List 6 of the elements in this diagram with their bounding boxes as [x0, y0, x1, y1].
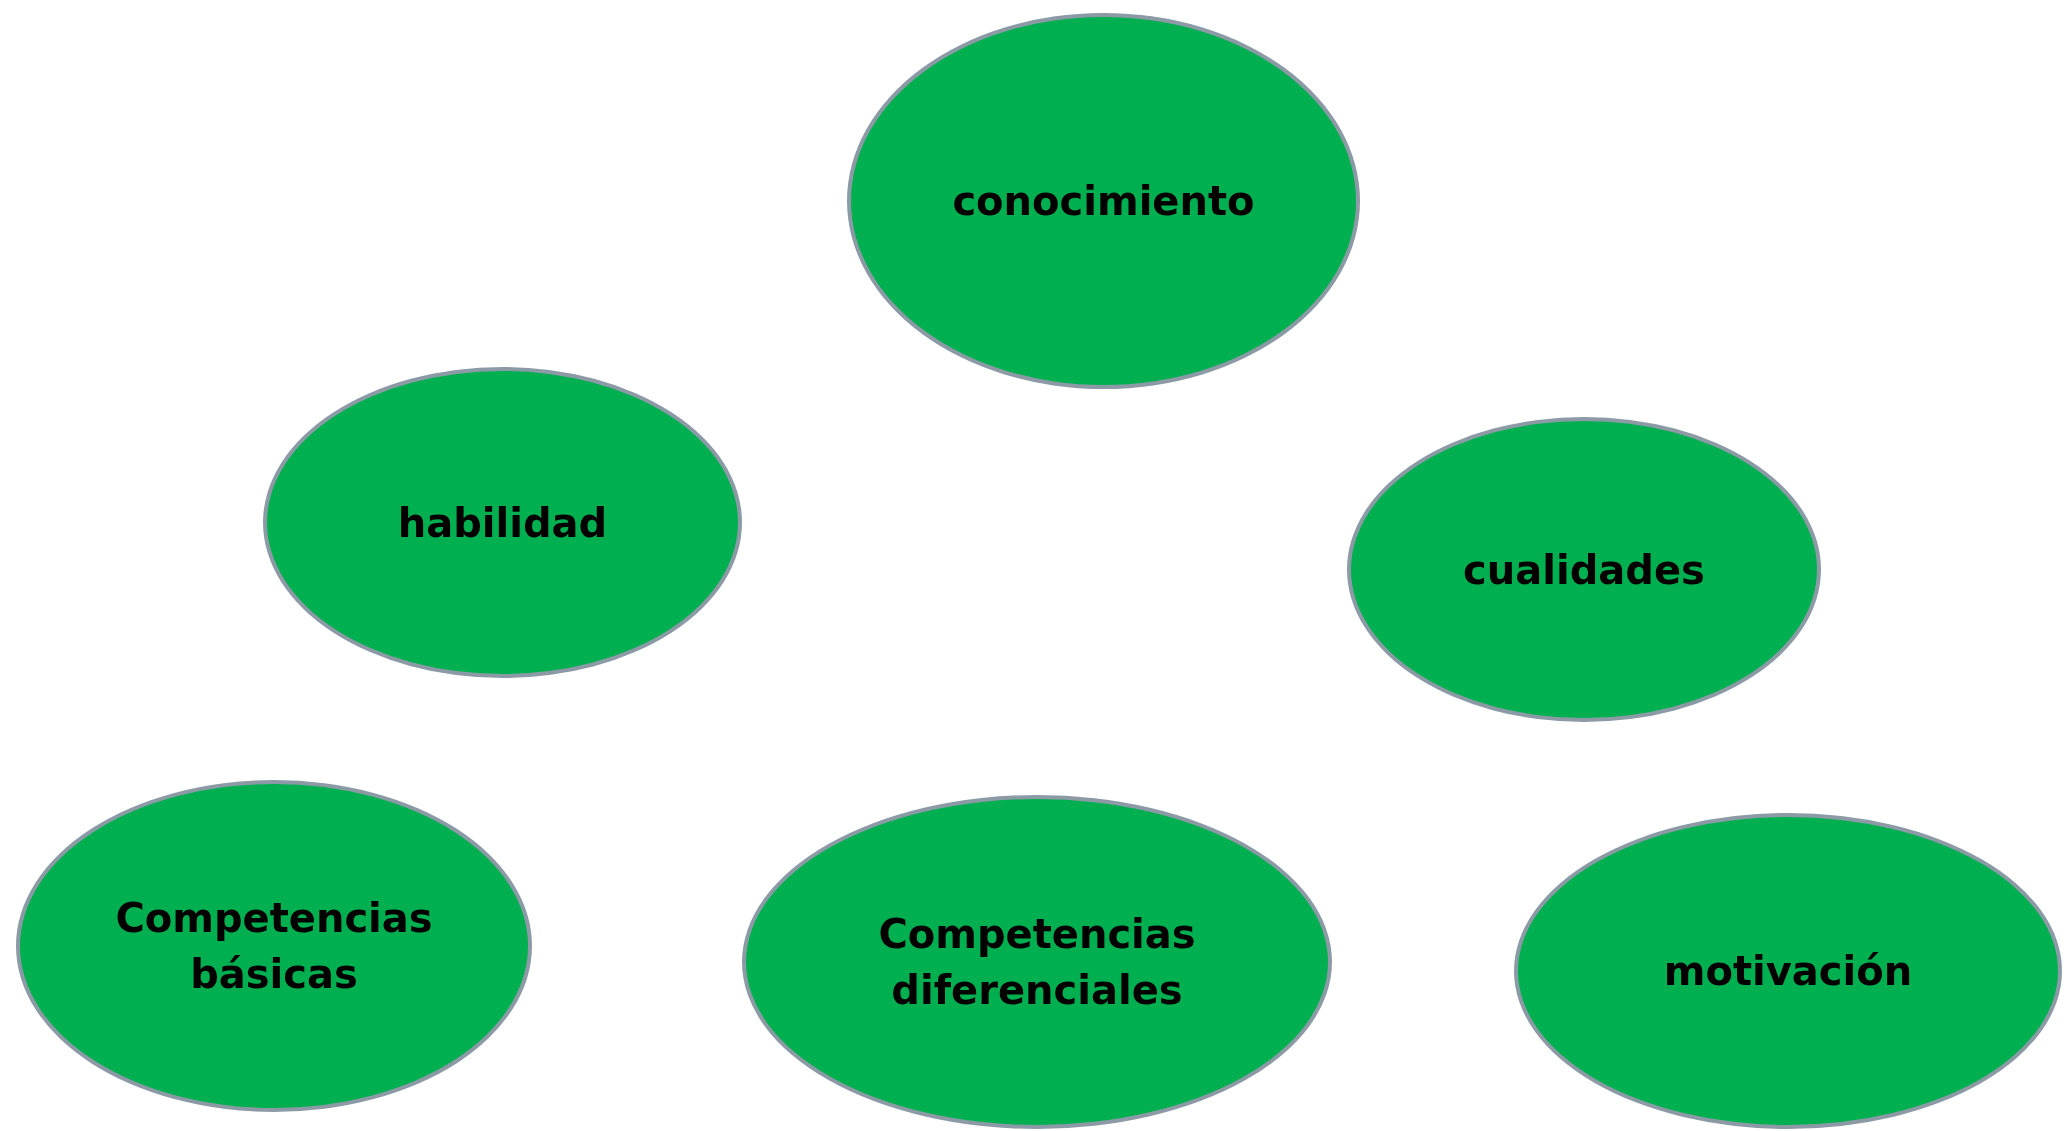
node-label: conocimiento — [952, 177, 1255, 226]
node-label: habilidad — [397, 498, 608, 548]
node-label: cualidades — [1463, 545, 1705, 595]
node-label: Competencias básicas — [114, 894, 434, 999]
node-label: motivación — [1663, 947, 1913, 996]
node-label: Competencias diferenciales — [877, 910, 1197, 1015]
